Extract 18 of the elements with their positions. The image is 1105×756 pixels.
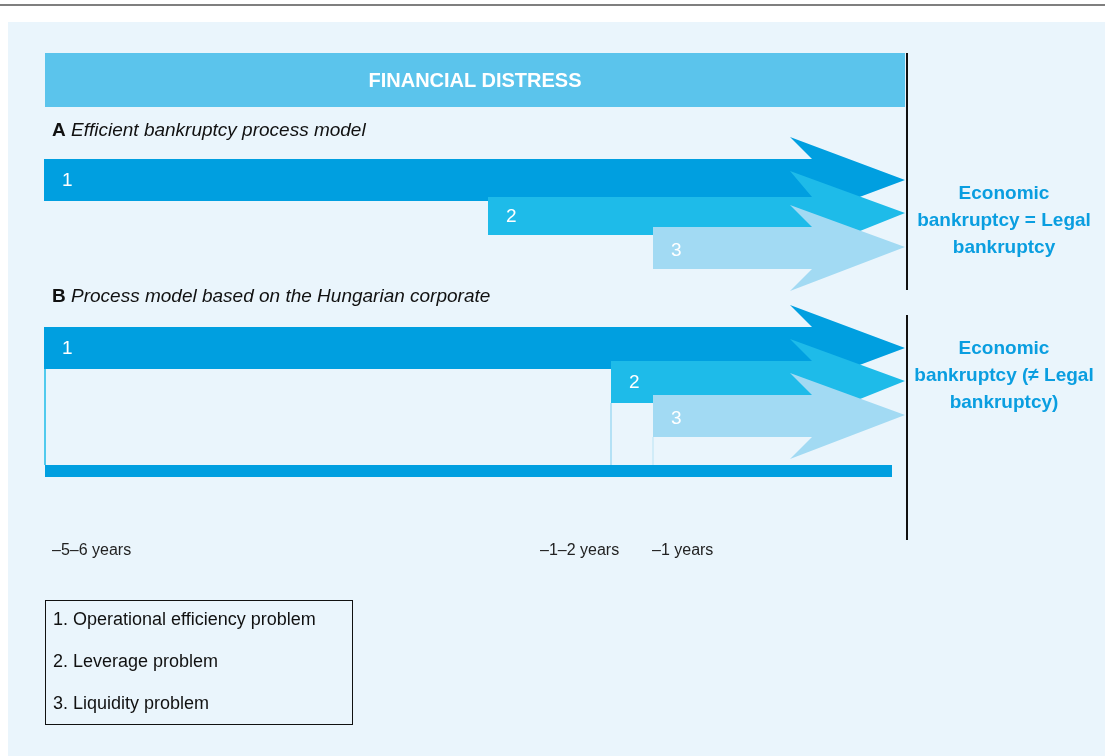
legend-item: 3. Liquidity problem (53, 693, 210, 714)
arrow-number: 1 (62, 170, 73, 190)
section-heading: A Efficient bankruptcy process model (52, 119, 366, 141)
arrow-number: 3 (671, 240, 682, 260)
time-label: –1 years (652, 541, 714, 559)
outcome-text: Economic bankruptcy = Legal bankruptcy (916, 181, 1092, 259)
section-heading: B Process model based on the Hungarian corporate (52, 285, 491, 307)
legend-item: 2. Leverage problem (53, 651, 219, 672)
legend-box (45, 600, 353, 725)
arrow-number: 2 (506, 206, 517, 226)
banner: FINANCIAL DISTRESS (45, 53, 905, 107)
legend-item: 1. Operational efficiency problem (53, 609, 316, 630)
outcome-text: Economic bankruptcy (≠ Legal bankruptcy) (913, 336, 1095, 414)
time-label: –1–2 years (540, 541, 620, 559)
arrow-number: 1 (62, 338, 73, 358)
arrow-number: 3 (671, 408, 682, 428)
time-label: –5–6 years (52, 541, 132, 559)
arrow-number: 2 (629, 372, 640, 392)
